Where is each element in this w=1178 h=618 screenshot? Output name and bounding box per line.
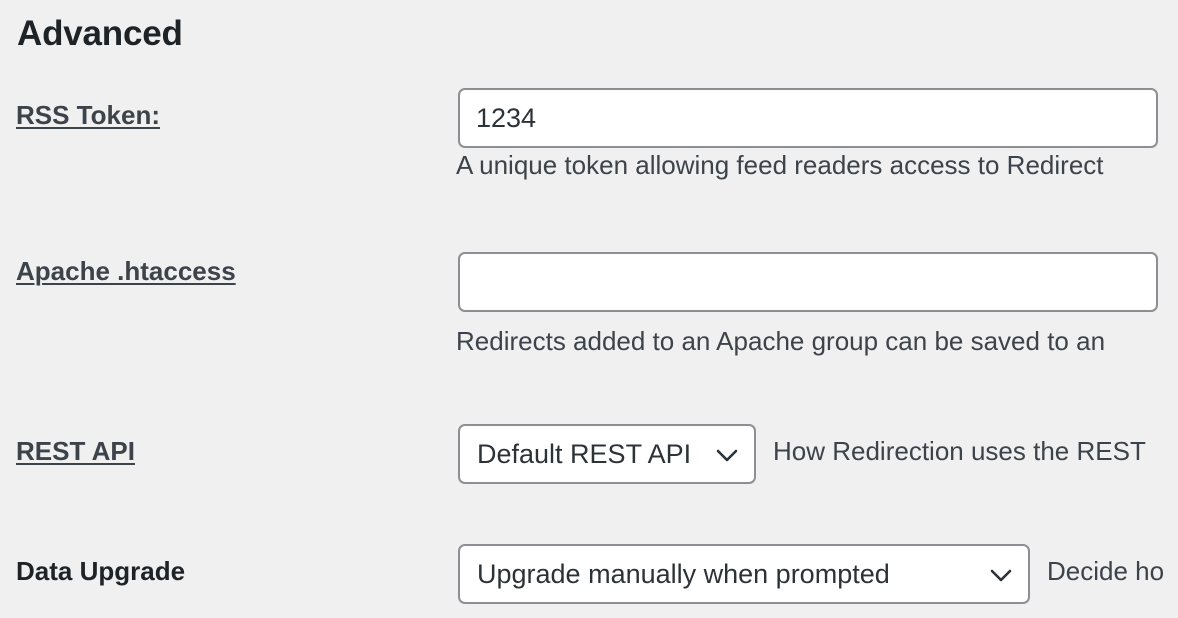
apache-htaccess-input[interactable] <box>458 252 1158 312</box>
data-upgrade-select[interactable]: Upgrade manually when prompted <box>458 544 1030 604</box>
chevron-down-icon <box>990 569 1012 582</box>
apache-htaccess-label[interactable]: Apache .htaccess <box>16 256 236 286</box>
rest-api-description: How Redirection uses the REST <box>773 436 1146 466</box>
rest-api-label[interactable]: REST API <box>16 436 135 466</box>
rss-token-label[interactable]: RSS Token: <box>16 100 160 130</box>
data-upgrade-selected-value: Upgrade manually when prompted <box>477 558 890 589</box>
rss-token-description: A unique token allowing feed readers acc… <box>456 150 1104 180</box>
rss-token-input[interactable] <box>458 88 1158 148</box>
data-upgrade-label: Data Upgrade <box>16 556 186 586</box>
apache-htaccess-description: Redirects added to an Apache group can b… <box>456 326 1106 356</box>
section-title: Advanced <box>17 14 183 53</box>
chevron-down-icon <box>716 449 738 462</box>
data-upgrade-description: Decide ho <box>1047 556 1165 586</box>
rest-api-selected-value: Default REST API <box>477 438 692 469</box>
rest-api-select[interactable]: Default REST API <box>458 424 756 484</box>
